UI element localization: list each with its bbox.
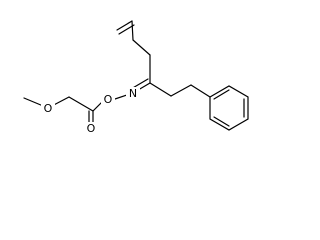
methoxy-oxygen-label: O — [44, 102, 53, 115]
phenyl-ring — [209, 85, 249, 131]
phenyl-double-3 — [213, 116, 230, 127]
chemical-structure-diagram: O O O N — [23, 20, 249, 135]
bond-layer — [23, 20, 249, 131]
atom-label-layer: O O O N — [41, 87, 140, 135]
bond-vinyl-to-ch2 — [131, 20, 134, 41]
bond-terminal-alkene-a — [116, 20, 133, 31]
oxime-nitrogen-label: N — [129, 87, 137, 100]
bond-ch2-to-ch2-benzyl — [170, 84, 192, 97]
phenyl-double-1 — [213, 89, 230, 100]
bond-ch2-to-phenyl — [190, 84, 211, 98]
oxime-oxygen-label: O — [104, 93, 113, 106]
bond-terminal-alkene-b — [118, 24, 135, 35]
bond-imine-to-ch2 — [149, 82, 172, 97]
bond-ch2-to-ch2 — [132, 39, 151, 56]
carbonyl-oxygen-label: O — [87, 122, 96, 135]
bond-carbonyl-to-ch2 — [68, 96, 94, 112]
